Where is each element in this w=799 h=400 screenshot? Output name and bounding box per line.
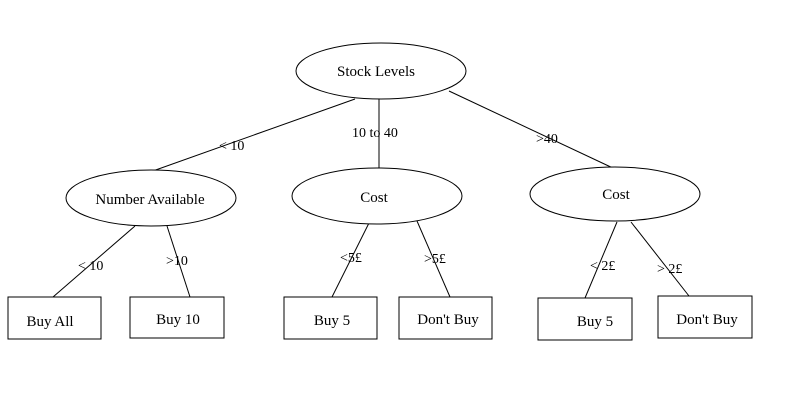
leaf-label: Buy 10: [156, 312, 200, 328]
edge-label: 10 to 40: [352, 126, 398, 141]
edge-to-buy-5-right: [584, 221, 618, 299]
leaf-label: Buy 5: [577, 314, 613, 330]
edge-to-buy-all: [52, 225, 136, 298]
edge-label: < 10: [219, 139, 244, 154]
edge-to-dont-buy-mid: [416, 220, 451, 298]
leaf-buy-5-mid: Buy 5: [283, 296, 378, 340]
node-cost-mid: Cost: [291, 167, 463, 225]
edge-to-buy-5-mid: [331, 222, 370, 298]
edge-root-to-number-available: [149, 98, 356, 173]
edge-label: >10: [166, 254, 188, 269]
leaf-label: Don't Buy: [676, 312, 738, 328]
node-number-available: Number Available: [65, 169, 237, 227]
edge-label: >5£: [424, 252, 446, 267]
leaf-dont-buy-right: Don't Buy: [657, 295, 753, 339]
leaf-label: Buy All: [26, 314, 73, 330]
root-label: Stock Levels: [337, 64, 415, 80]
edge-to-buy-10: [166, 225, 191, 298]
leaf-label: Buy 5: [314, 313, 350, 329]
edge-root-to-cost-right: [448, 90, 616, 170]
edge-label: > 2£: [657, 262, 682, 277]
node-label: Cost: [360, 190, 388, 206]
edge-label: >40: [536, 132, 558, 147]
node-cost-right: Cost: [529, 166, 701, 222]
root-node: Stock Levels: [295, 42, 467, 100]
leaf-buy-10: Buy 10: [129, 296, 225, 339]
edge-label: < 10: [78, 259, 103, 274]
edge-to-dont-buy-right: [630, 221, 690, 297]
node-label: Cost: [602, 187, 630, 203]
edge-label: < 2£: [590, 259, 615, 274]
leaf-buy-5-right: Buy 5: [537, 297, 633, 341]
leaf-dont-buy-mid: Don't Buy: [398, 296, 493, 340]
edge-label: <5£: [340, 251, 362, 266]
leaf-buy-all: Buy All: [7, 296, 102, 340]
leaf-label: Don't Buy: [417, 312, 479, 328]
node-label: Number Available: [95, 192, 205, 208]
